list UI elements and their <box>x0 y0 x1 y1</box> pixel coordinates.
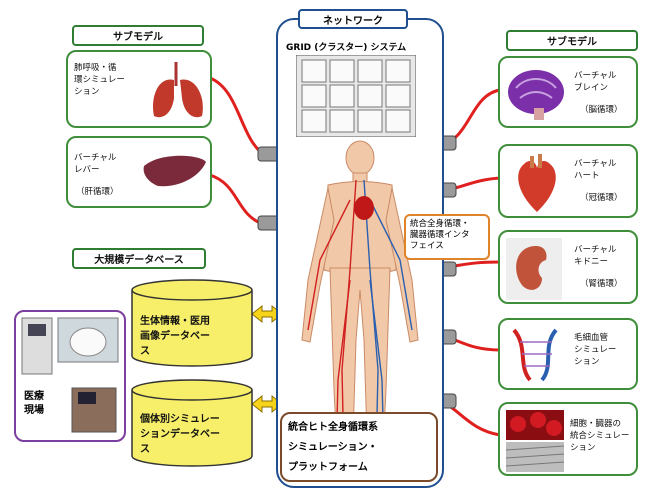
network-title: ネットワーク <box>298 9 408 29</box>
grid-label: GRID (クラスター) システム <box>286 40 406 53</box>
interface-box: 統合全身循環・ 臓器循環インタ フェイス <box>404 214 490 260</box>
model-lung: 肺呼吸・循 環シミュレー ション <box>66 50 212 128</box>
brain-icon <box>506 64 566 122</box>
model-capillary-label: 毛細血管 シミュレー ション <box>574 332 616 368</box>
medical-equipment-icon <box>20 316 120 436</box>
model-cell: 細胞・臓器の 統合シミュレー ション <box>498 402 638 476</box>
model-brain-label: バーチャル ブレイン <box>574 70 616 94</box>
model-liver: バーチャル レバー （肝循環） <box>66 136 212 208</box>
kidney-icon <box>506 238 562 300</box>
platform-box: 統合ヒト全身循環系 シミュレーション・ プラットフォーム <box>280 412 438 482</box>
cell-icon <box>506 410 564 472</box>
model-cell-label: 細胞・臓器の 統合シミュレー ション <box>570 418 629 454</box>
left-submodel-title: サブモデル <box>72 25 204 46</box>
model-heart-label: バーチャル ハート <box>574 158 616 182</box>
right-submodel-title: サブモデル <box>506 30 638 51</box>
model-liver-sub: （肝循環） <box>76 186 119 198</box>
model-lung-label: 肺呼吸・循 環シミュレー ション <box>74 62 125 98</box>
model-heart: バーチャル ハート （冠循環） <box>498 144 638 218</box>
capillary-icon <box>508 326 564 384</box>
database-title: 大規模データベース <box>72 248 206 269</box>
lungs-icon <box>148 58 208 122</box>
model-brain-sub: （脳循環） <box>580 104 623 116</box>
model-kidney: バーチャル キドニー （腎循環） <box>498 230 638 304</box>
model-heart-sub: （冠循環） <box>580 192 623 204</box>
model-liver-label: バーチャル レバー <box>74 152 116 176</box>
model-kidney-label: バーチャル キドニー <box>574 244 616 268</box>
heart-icon <box>512 152 562 214</box>
server-rack-icon <box>296 55 416 137</box>
database-item-imaging: 生体情報・医用 画像データベー ス <box>140 314 210 359</box>
medical-site-label: 医療 現場 <box>24 390 44 418</box>
model-capillary: 毛細血管 シミュレー ション <box>498 318 638 390</box>
database-item-simulation: 個体別シミュレー ションデータベー ス <box>140 412 220 457</box>
model-kidney-sub: （腎循環） <box>580 278 623 290</box>
liver-icon <box>140 152 210 192</box>
model-brain: バーチャル ブレイン （脳循環） <box>498 56 638 128</box>
